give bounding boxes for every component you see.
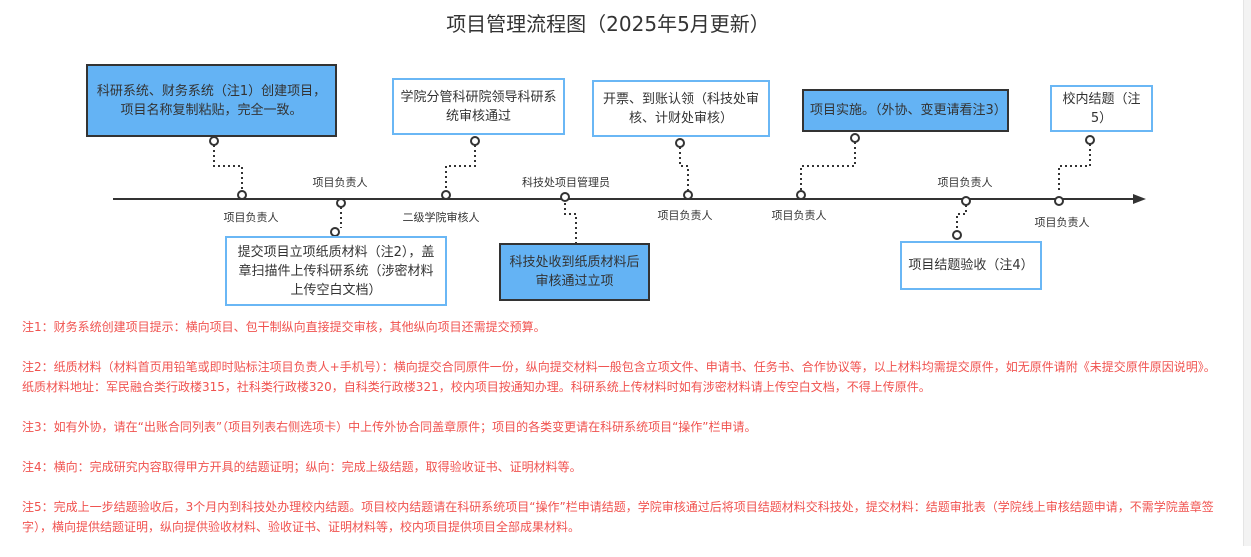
role-label: 二级学院审核人 [402, 211, 480, 224]
note-3: 注3：如有外协，请在“出账合同列表”（项目列表右侧选项卡）中上传外协合同盖章原件… [22, 420, 757, 434]
scrollbar[interactable] [1243, 0, 1251, 546]
connector [564, 203, 577, 243]
arrow-head [1133, 194, 1146, 204]
step-submit-materials: 提交项目立项纸质材料（注2），盖章扫描件上传科研系统（涉密材料上传空白文档） [225, 236, 447, 306]
connector [679, 147, 689, 191]
note-4: 注4：横向：完成研究内容取得甲方开具的结题证明；纵向：完成上级结题，取得验收证书… [22, 460, 582, 474]
role-label: 科技处项目管理员 [522, 176, 610, 189]
step-acceptance: 项目结题验收（注4） [900, 241, 1042, 290]
note-1: 注1：财务系统创建项目提示：横向项目、包干制纵向直接提交审核，其他纵向项目还需提… [22, 320, 546, 334]
step-invoice: 开票、到账认领（科技处审核、计财处审核） [592, 80, 770, 137]
connector [956, 205, 967, 231]
role-label: 项目负责人 [937, 176, 993, 189]
notes-section: 注1：财务系统创建项目提示：横向项目、包干制纵向直接提交审核，其他纵向项目还需提… [22, 317, 1227, 557]
timeline-diagram [113, 133, 1146, 243]
role-label: 项目负责人 [223, 211, 279, 224]
step-approve: 科技处收到纸质材料后审核通过立项 [499, 243, 650, 301]
step-internal-close: 校内结题（注5） [1050, 85, 1153, 132]
page-title: 项目管理流程图（2025年5月更新） [446, 12, 770, 36]
note-2: 注2：纸质材料（材料首页用铅笔或即时贴标注项目负责人+手机号）：横向提交合同原件… [22, 360, 1216, 394]
step-college-review: 学院分管科研院领导科研系统审核通过 [392, 78, 565, 135]
connector [445, 145, 476, 191]
role-label: 项目负责人 [771, 209, 827, 222]
note-5: 注5：完成上一步结题验收后，3个月内到科技处办理校内结题。项目校内结题请在科研系… [22, 500, 1214, 534]
role-label: 项目负责人 [1034, 216, 1090, 229]
role-label: 项目负责人 [657, 209, 713, 222]
role-label: 项目负责人 [312, 176, 368, 189]
step-create-project: 科研系统、财务系统（注1）创建项目，项目名称复制粘贴，完全一致。 [86, 64, 337, 137]
connector [1058, 144, 1091, 193]
step-implement: 项目实施。（外协、变更请看注3） [802, 89, 1009, 132]
connector [213, 145, 243, 191]
connector [800, 142, 856, 191]
